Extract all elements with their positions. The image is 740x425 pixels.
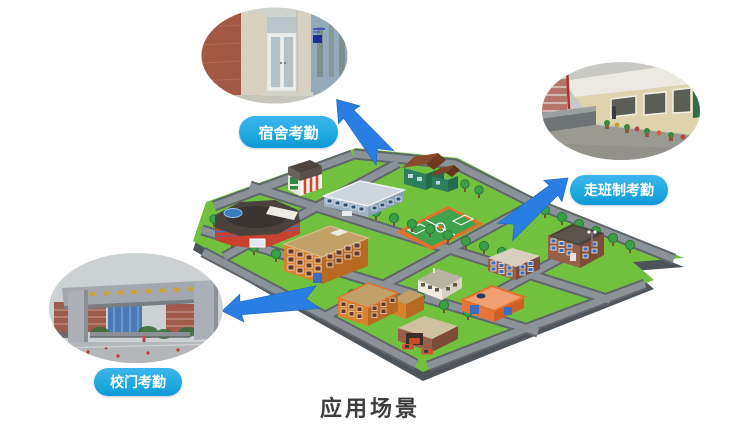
office-building bbox=[418, 268, 462, 300]
cottages bbox=[402, 153, 460, 192]
street-lamp bbox=[587, 230, 597, 247]
dorm-attendance-label: 宿舍考勤 bbox=[239, 116, 338, 148]
gate-attendance-label-text: 校门考勤 bbox=[110, 375, 166, 391]
corridor-attendance-label: 走班制考勤 bbox=[570, 175, 668, 205]
car bbox=[402, 344, 414, 350]
dorm-attendance-label-text: 宿舍考勤 bbox=[258, 123, 319, 142]
dorm-photo bbox=[201, 7, 348, 104]
campus-shop bbox=[288, 160, 322, 196]
arrow-to-gate bbox=[221, 285, 321, 323]
lab-building bbox=[336, 282, 424, 326]
garage bbox=[398, 316, 458, 355]
gate-attendance-label: 校门考勤 bbox=[94, 368, 182, 396]
car bbox=[421, 349, 433, 355]
dorm-photo-image bbox=[201, 7, 348, 104]
arrow-to-corridor bbox=[496, 177, 569, 242]
teaching-building bbox=[282, 225, 370, 284]
corridor-photo-image bbox=[542, 62, 700, 160]
arrows bbox=[221, 99, 569, 323]
arrow-to-dorm bbox=[336, 99, 395, 167]
corridor-attendance-label-text: 走班制考勤 bbox=[584, 183, 654, 199]
cafeteria bbox=[459, 284, 527, 322]
page-title: 应用场景 bbox=[319, 397, 420, 422]
dorm-building bbox=[488, 248, 540, 280]
gate-photo bbox=[48, 252, 224, 364]
corridor-photo bbox=[541, 61, 701, 161]
gymnasium bbox=[214, 200, 301, 248]
gate-photo-image bbox=[49, 253, 223, 363]
classroom-building bbox=[321, 180, 407, 217]
